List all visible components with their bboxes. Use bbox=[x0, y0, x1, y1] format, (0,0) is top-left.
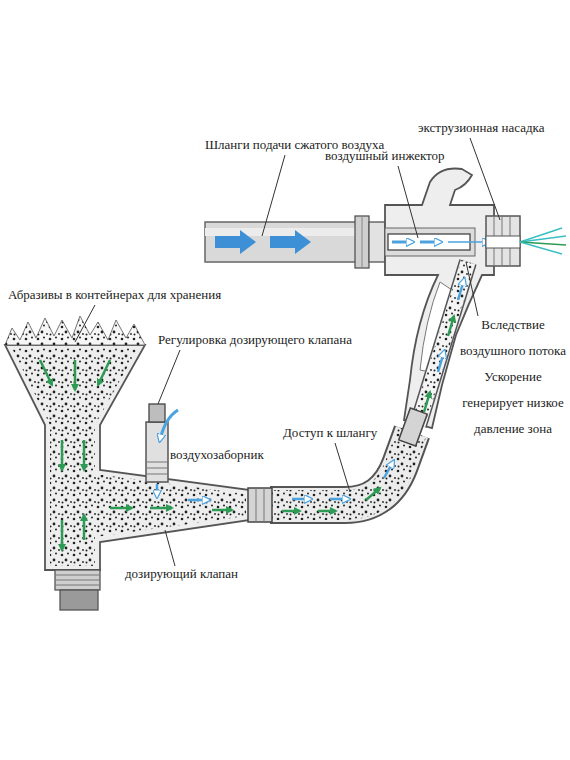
leader-line bbox=[158, 350, 180, 404]
air-arrow bbox=[392, 241, 412, 244]
part-label: воздушный инжектор bbox=[325, 148, 495, 164]
leader-line bbox=[398, 166, 418, 238]
abrasive-arrow bbox=[150, 507, 172, 510]
part-label: Доступ к шлангу bbox=[283, 425, 433, 441]
coupler-edge bbox=[362, 216, 363, 268]
part-label: воздухозаборник bbox=[170, 447, 310, 463]
part-label: Вследствие воздушного потока Ускорение г… bbox=[456, 312, 570, 442]
abrasive-hose bbox=[270, 432, 412, 505]
thread-line bbox=[146, 468, 168, 469]
abrasive-particles bbox=[270, 432, 412, 505]
leader-line bbox=[75, 305, 95, 342]
adjust-knob bbox=[149, 404, 165, 422]
hose-highlight bbox=[205, 228, 365, 236]
air-inlet-arrow bbox=[160, 410, 178, 440]
gun-body bbox=[385, 169, 494, 428]
hose-coupler bbox=[369, 222, 385, 262]
abrasive-arrow bbox=[110, 507, 132, 510]
part-label: экструзионная насадка bbox=[418, 120, 568, 136]
leader-line bbox=[165, 530, 175, 566]
spray-jet bbox=[520, 242, 562, 254]
abrasive-arrow bbox=[83, 440, 86, 470]
hose-coupler bbox=[355, 216, 369, 268]
abrasive-arrow bbox=[318, 510, 336, 513]
air-arrow bbox=[270, 230, 311, 254]
abrasive-arrow bbox=[448, 316, 454, 336]
air-hose bbox=[205, 222, 365, 262]
thread-line bbox=[146, 474, 168, 475]
thread-line bbox=[55, 575, 100, 576]
abrasive-hose bbox=[270, 432, 412, 505]
coupler-edge bbox=[256, 488, 257, 522]
leader-line bbox=[466, 262, 478, 316]
air-arrow bbox=[330, 498, 348, 501]
air-arrow bbox=[292, 498, 310, 501]
abrasive-arrow bbox=[61, 440, 64, 470]
abrasive-pile bbox=[5, 316, 145, 345]
air-arrow bbox=[448, 241, 488, 243]
abrasive-arrow bbox=[424, 392, 430, 412]
abrasive-arrow bbox=[212, 509, 232, 512]
abrasive-arrow bbox=[366, 488, 380, 500]
air-arrow bbox=[188, 499, 208, 502]
abrasive-arrow bbox=[40, 360, 52, 385]
leader-line bbox=[262, 155, 285, 236]
abrasive-arrow bbox=[282, 510, 300, 513]
air-arrow bbox=[156, 484, 159, 496]
thread-line bbox=[55, 585, 100, 586]
thread-line bbox=[55, 580, 100, 581]
leader-line bbox=[470, 138, 500, 220]
air-arrow bbox=[384, 462, 393, 478]
abrasive-arrow bbox=[83, 515, 86, 540]
part-label: Абразивы в контейнерах для хранения bbox=[8, 287, 288, 303]
air-arrow bbox=[215, 230, 256, 254]
spray-jet bbox=[520, 236, 566, 242]
abrasive-particles bbox=[5, 316, 145, 345]
coupler-edge bbox=[264, 488, 265, 522]
air-arrow bbox=[458, 280, 464, 300]
abrasive-arrow bbox=[74, 360, 77, 390]
nozzle-bore bbox=[486, 236, 520, 248]
bottom-cap bbox=[60, 590, 98, 610]
nozzle bbox=[486, 216, 520, 266]
abrasive-arrow bbox=[61, 520, 64, 550]
air-arrow bbox=[420, 241, 440, 244]
threaded-bottom bbox=[55, 570, 100, 590]
hose-coupler bbox=[399, 408, 428, 446]
hose-coupler bbox=[248, 488, 272, 522]
air-arrow bbox=[438, 352, 444, 372]
valve-stem bbox=[146, 422, 168, 482]
part-label: дозирующий клапан bbox=[125, 566, 295, 582]
part-label: Регулировка дозирующего клапана bbox=[158, 332, 398, 348]
abrasive-arrow bbox=[98, 360, 110, 385]
thread-line bbox=[146, 462, 168, 463]
leader-line bbox=[335, 443, 350, 492]
